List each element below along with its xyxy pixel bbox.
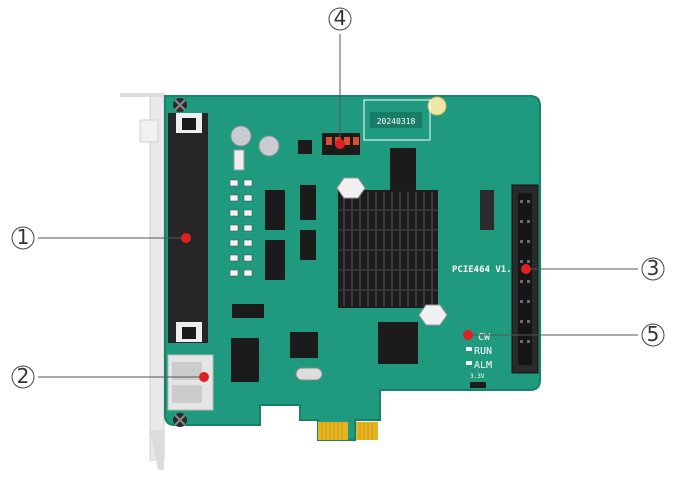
voltage-label: 3.3V bbox=[470, 373, 485, 380]
callout-number: 2 bbox=[17, 364, 30, 388]
heatsink bbox=[336, 177, 448, 326]
capacitors bbox=[230, 125, 280, 171]
callout-3: 3 bbox=[521, 256, 665, 281]
callout-5: 5 bbox=[463, 322, 665, 347]
callout-number: 5 bbox=[647, 322, 660, 346]
resistor-array bbox=[229, 179, 253, 277]
led-label-cw: CW bbox=[478, 332, 491, 343]
gold-fingers bbox=[318, 422, 378, 440]
callout-number: 3 bbox=[647, 256, 660, 280]
date-code-box: 20240318 bbox=[363, 99, 431, 141]
callout-number: 4 bbox=[334, 6, 347, 30]
callout-1: 1 bbox=[11, 225, 191, 250]
board-model-label: PCIE464 V1.1 bbox=[452, 265, 517, 275]
voltage-jumper: 3.3V bbox=[470, 373, 486, 388]
led-label-run: RUN bbox=[474, 346, 492, 357]
rj45-port bbox=[167, 354, 214, 411]
led-label-alm: ALM bbox=[474, 360, 492, 371]
callout-4: 4 bbox=[328, 6, 352, 149]
small-chips bbox=[231, 140, 494, 382]
screw-icons bbox=[173, 96, 447, 427]
led-labels: CW RUN ALM bbox=[466, 332, 492, 371]
mounting-bracket bbox=[120, 93, 165, 470]
callout-2: 2 bbox=[11, 364, 209, 389]
idc-header bbox=[511, 184, 539, 374]
crystal-oscillator bbox=[295, 367, 323, 381]
db-connector bbox=[168, 113, 208, 343]
callout-number: 1 bbox=[17, 225, 30, 249]
date-code-text: 20240318 bbox=[377, 117, 416, 126]
